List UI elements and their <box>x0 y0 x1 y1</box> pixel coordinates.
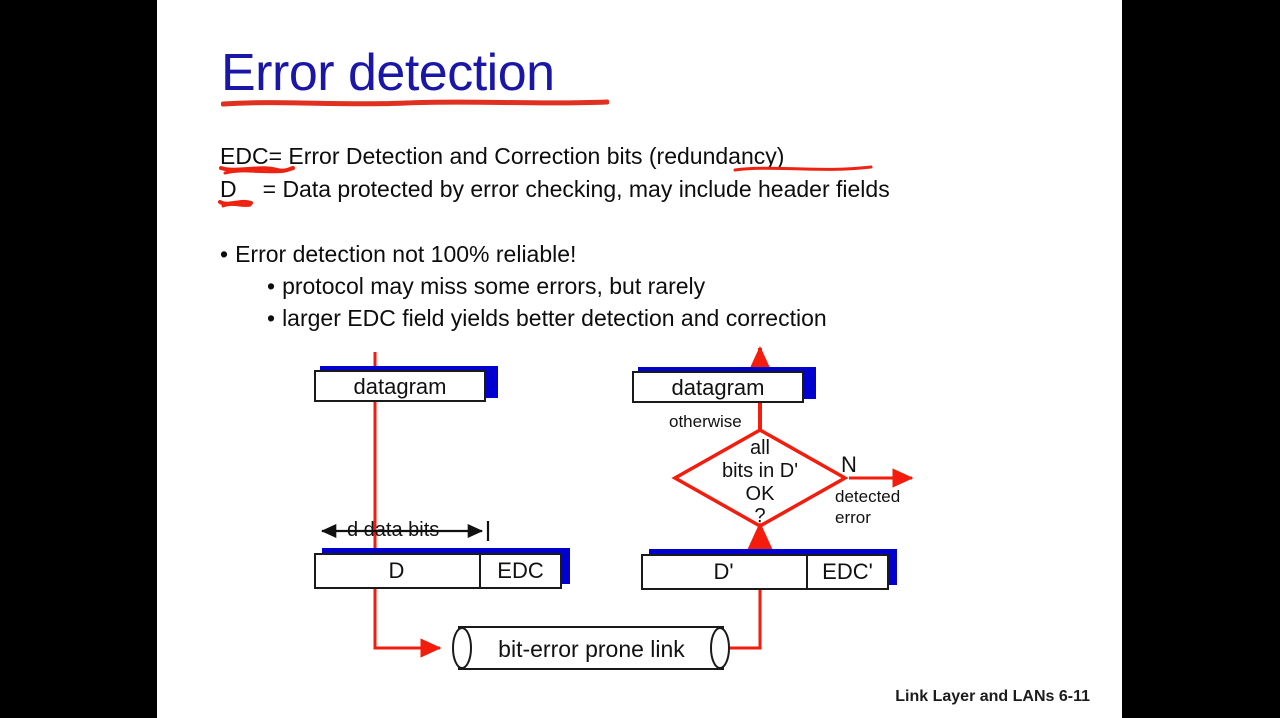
frame-field-divider <box>479 553 481 589</box>
decision-line-4: ? <box>754 505 766 527</box>
slide-footer: Link Layer and LANs 6-11 <box>895 688 1090 705</box>
receiver-frame-data-label: D' <box>713 559 734 584</box>
decision-line-1: all <box>749 437 770 459</box>
definition-line-edc: EDC= Error Detection and Correction bits… <box>220 143 784 169</box>
definition-term-d: D <box>220 176 237 202</box>
definition-line-d: D = Data protected by error checking, may… <box>220 176 890 202</box>
sender-frame-data-label: D <box>388 558 405 583</box>
box-outline <box>641 554 889 590</box>
decision-line-2: bits in D' <box>721 460 799 482</box>
error-detection-diagram: datagram d data bits D EDC datagram othe… <box>157 0 1122 718</box>
title-block: Error detection <box>221 44 701 116</box>
diagram-flow-lines <box>320 346 914 658</box>
sender-datagram-box: datagram <box>314 366 498 402</box>
d-data-bits-label: d data bits <box>347 519 440 541</box>
definition-text-edc: = Error Detection and Correction bits (r… <box>268 143 785 169</box>
receiver-frame-edc-label: EDC' <box>822 559 873 584</box>
box-outline <box>632 371 804 403</box>
bullet-text-2: protocol may miss some errors, but rarel… <box>282 273 706 299</box>
box-outline <box>314 553 562 589</box>
receiver-datagram-box: datagram <box>632 367 816 403</box>
sender-frame-edc-label: EDC <box>497 558 544 583</box>
slide-canvas: Error detection EDC= Error Detection and… <box>157 0 1122 718</box>
letterbox-bar-right <box>1122 0 1280 718</box>
bullet-item-2: •protocol may miss some errors, but rare… <box>267 273 705 299</box>
no-branch-label: N <box>841 452 857 477</box>
decision-line-3: OK <box>745 483 775 505</box>
frame-field-divider <box>806 554 808 590</box>
receiver-frame-box: D' EDC' <box>641 549 901 590</box>
bullet-item-1: •Error detection not 100% reliable! <box>220 241 576 267</box>
definition-term-edc: EDC <box>220 143 269 169</box>
letterbox-bar-left <box>0 0 157 718</box>
definition-text-d: = Data protected by error checking, may … <box>262 176 890 202</box>
detected-error-line-2: error <box>835 508 871 527</box>
page-title: Error detection <box>221 44 555 102</box>
box-outline <box>314 370 486 402</box>
bit-error-prone-link-label: bit-error prone link <box>498 636 685 662</box>
detected-error-line-1: detected <box>835 487 901 506</box>
otherwise-label: otherwise <box>669 412 742 431</box>
bullet-item-3: •larger EDC field yields better detectio… <box>267 305 827 331</box>
sender-frame-box: D EDC <box>314 548 570 589</box>
bit-error-prone-link-cylinder <box>452 626 730 670</box>
bullet-dot-icon: • <box>267 305 276 331</box>
bullet-text-1: Error detection not 100% reliable! <box>235 241 577 267</box>
sender-datagram-label: datagram <box>353 374 447 399</box>
title-underline-scribble <box>221 99 609 107</box>
bullet-dot-icon: • <box>267 273 276 299</box>
receiver-datagram-label: datagram <box>671 375 765 400</box>
bullet-text-3: larger EDC field yields better detection… <box>282 305 827 331</box>
bullet-dot-icon: • <box>220 241 229 267</box>
